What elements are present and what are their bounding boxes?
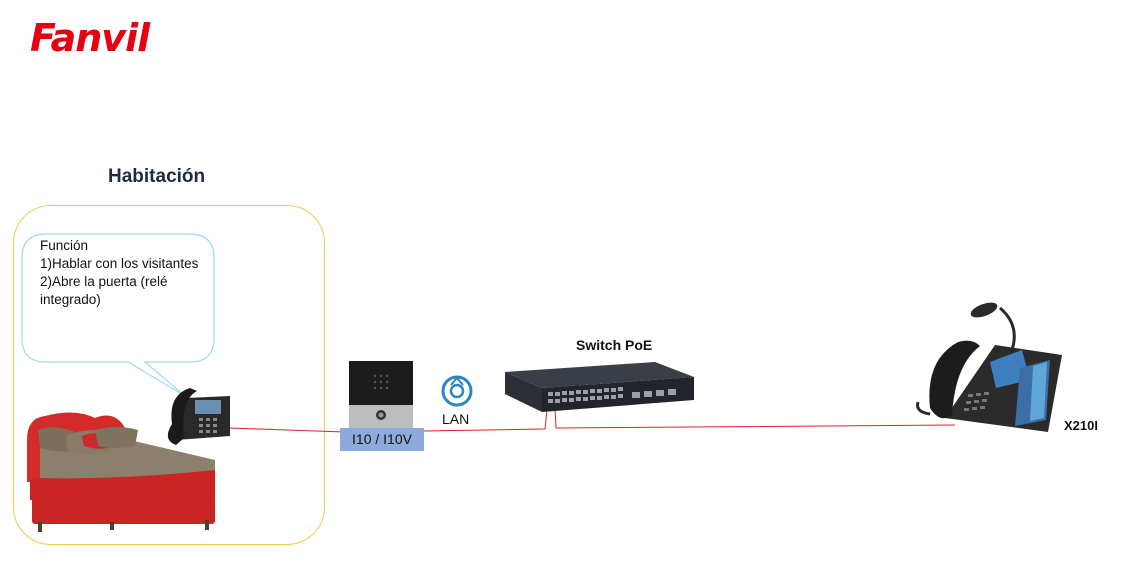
poe-switch-icon [505,362,694,412]
bed-icon [27,412,215,532]
intercom-icon [349,361,413,429]
bubble-line: Función [40,238,89,253]
link-intercom-to-switch [423,408,548,432]
bubble-line: 1)Hablar con los visitantes [40,256,199,271]
lan-icon [441,375,473,407]
bubble-line: 2)Abre la puerta (relé integrado) [40,274,168,307]
room-title: Habitación [108,166,206,187]
intercom-label: I10 / I10V [340,428,424,451]
logo-text: Fanvil [30,16,150,60]
network-links [227,408,956,433]
bubble-text: Función 1)Hablar con los visitantes 2)Ab… [40,237,208,309]
switch-label: Switch PoE [576,337,653,353]
fanvil-logo: Fanvil [30,18,154,58]
desk-phone-icon [167,388,230,445]
lan-label: LAN [442,411,470,427]
console-label: X210I [1064,418,1098,433]
room-box [13,205,325,545]
console-phone-icon [916,302,1062,432]
link-switch-to-console [554,408,956,429]
link-phone-to-intercom [227,427,346,433]
speech-bubble [21,233,215,397]
